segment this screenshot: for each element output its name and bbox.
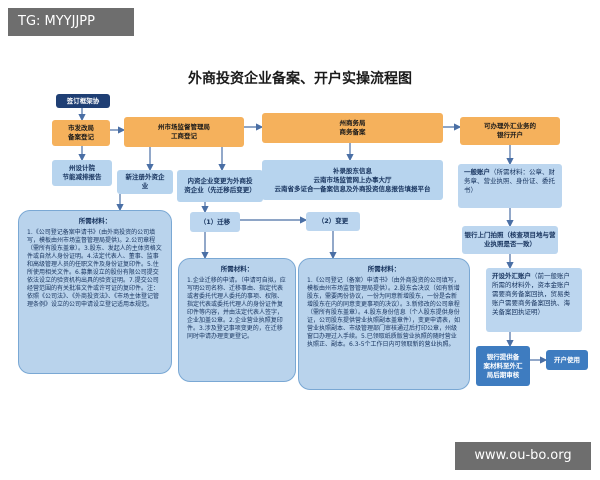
general-account-head: 一般账户 xyxy=(464,168,490,176)
dev-reform-box: 市发改局 备案登记 xyxy=(52,120,110,146)
supplement-line1: 云南市场监管网上办事大厅 xyxy=(313,175,392,184)
new-foreign-box: 新注册外资企 业 xyxy=(117,170,173,194)
mid-panel-body: 1.企业迁移的申请。（申请可自拟，应写明公司名称、迁移事由、指定代表或者委托代理… xyxy=(187,277,286,340)
fx-account-box: 开设外汇账户（前一般账户所需的材料外，资本金账户需要商务备案回执，贸易类账户需要… xyxy=(486,268,582,332)
supplement-line2: 云南省多证合一备案信息及外商投资信息报告填报平台 xyxy=(274,184,431,193)
mid-materials-panel: 所需材料： 1.企业迁移的申请。（申请可自拟，应写明公司名称、迁移事由、指定代表… xyxy=(178,258,296,382)
right-panel-header: 所需材料： xyxy=(367,265,401,273)
fx-account-body: （前一般账户所需的材料外，资本金账户需要商务备案回执，贸易类账户需要商务备案回执… xyxy=(492,272,570,316)
change-box: （2）变更 xyxy=(306,212,360,231)
commerce-filing-box: 州商务局 商务备案 xyxy=(262,113,443,143)
left-panel-body: 1.《公司登记备案申请书》(由外商投资的公司填写，模板由州市场监督管理局提供)。… xyxy=(27,229,162,308)
page-title: 外商投资企业备案、开户实操流程图 xyxy=(188,71,412,87)
watermark-top: TG: MYYJJPP xyxy=(8,8,134,36)
supplement-title: 补录股东信息 xyxy=(333,166,372,175)
market-reg-box: 州市场监督管理局 工商登记 xyxy=(124,117,244,147)
right-panel-body: 1.《公司登记（备案）申请书》（由外商投资的公司填写，模板由州市场监督管理局提供… xyxy=(307,277,461,348)
right-materials-panel: 所需材料： 1.《公司登记（备案）申请书》（由外商投资的公司填写，模板由州市场监… xyxy=(298,258,470,390)
fx-account-head: 开设外汇账户 xyxy=(492,272,531,280)
left-materials-panel: 所需材料： 1.《公司登记备案申请书》(由外商投资的公司填写，模板由州市场监督管… xyxy=(18,210,172,374)
energy-report-box: 州设计院 节能减排报告 xyxy=(52,160,112,186)
supplement-box: 补录股东信息 云南市场监管网上办事大厅 云南省多证合一备案信息及外商投资信息报告… xyxy=(262,160,443,200)
bank-door-box: 银行上门拍照（核查项目地与营业执照是否一致） xyxy=(462,226,558,254)
general-account-box: 一般账户（所需材料：公章、财务章、营业执照、身份证、委托书） xyxy=(458,164,562,208)
left-panel-header: 所需材料： xyxy=(78,217,112,225)
bank-review-box: 银行提供备 案材料至外汇 局后期审核 xyxy=(476,346,530,386)
forex-bank-box: 可办理外汇业务的 银行开户 xyxy=(460,117,560,145)
general-account-body: （所需材料：公章、财务章、营业执照、身份证、委托书） xyxy=(464,168,555,194)
open-use-box: 开户使用 xyxy=(546,350,588,370)
mid-panel-header: 所需材料： xyxy=(220,265,254,273)
migrate-box: （1）迁移 xyxy=(190,212,240,232)
sign-agreement-box: 签订框架协 xyxy=(56,94,110,108)
change-filing-box: 内资企业变更为外商投 资企业（先迁移后变更） xyxy=(177,170,263,202)
watermark-bottom: www.ou-bo.org xyxy=(455,442,591,470)
